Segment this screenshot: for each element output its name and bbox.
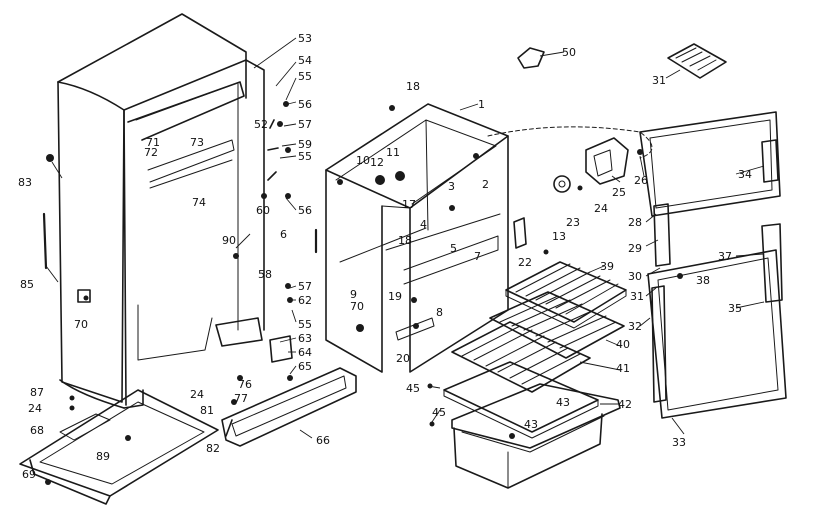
small-parts-top bbox=[517, 43, 727, 79]
label-18: 18 bbox=[406, 80, 420, 93]
label-24-b: 24 bbox=[190, 388, 204, 401]
leader-lines bbox=[45, 37, 765, 439]
label-43-b: 43 bbox=[524, 418, 538, 431]
label-50: 50 bbox=[562, 46, 576, 59]
label-24-c: 24 bbox=[594, 202, 608, 215]
label-82: 82 bbox=[206, 442, 220, 455]
label-6: 6 bbox=[280, 228, 287, 241]
label-5: 5 bbox=[450, 242, 457, 255]
label-22: 22 bbox=[518, 256, 532, 269]
label-10: 10 bbox=[356, 154, 370, 167]
control-assembly bbox=[553, 137, 629, 193]
wire-shelf-40 bbox=[489, 291, 625, 359]
label-59: 59 bbox=[298, 138, 312, 151]
label-90: 90 bbox=[222, 234, 236, 247]
label-4: 4 bbox=[420, 218, 427, 231]
label-74: 74 bbox=[192, 196, 206, 209]
label-43: 43 bbox=[556, 396, 570, 409]
label-33: 33 bbox=[672, 436, 686, 449]
label-54: 54 bbox=[298, 54, 312, 67]
label-30: 30 bbox=[628, 270, 642, 283]
door-gasket-fresh-food bbox=[647, 223, 787, 419]
label-13: 13 bbox=[552, 230, 566, 243]
crisper-drawer-42 bbox=[451, 383, 621, 489]
label-58: 58 bbox=[258, 268, 272, 281]
label-2: 2 bbox=[482, 178, 489, 191]
label-41: 41 bbox=[616, 362, 630, 375]
label-70: 70 bbox=[74, 318, 88, 331]
label-26: 26 bbox=[634, 174, 648, 187]
label-76: 76 bbox=[238, 378, 252, 391]
door-gasket-freezer bbox=[639, 111, 781, 267]
label-63: 63 bbox=[298, 332, 312, 345]
label-38: 38 bbox=[696, 274, 710, 287]
label-29: 29 bbox=[628, 242, 642, 255]
label-19: 19 bbox=[388, 290, 402, 303]
label-39: 39 bbox=[600, 260, 614, 273]
label-60: 60 bbox=[256, 204, 270, 217]
label-52: 52 bbox=[254, 118, 268, 131]
label-45: 45 bbox=[406, 382, 420, 395]
label-69: 69 bbox=[22, 468, 36, 481]
label-55-b: 55 bbox=[298, 150, 312, 163]
label-31-b: 31 bbox=[630, 290, 644, 303]
glass-shelf-43 bbox=[443, 361, 599, 439]
label-32: 32 bbox=[628, 320, 642, 333]
label-65: 65 bbox=[298, 360, 312, 373]
label-83: 83 bbox=[18, 176, 32, 189]
label-8: 8 bbox=[436, 306, 443, 319]
wire-shelf-41 bbox=[451, 321, 591, 393]
label-18-b: 18 bbox=[398, 234, 412, 247]
freezer-liner bbox=[325, 103, 653, 373]
label-45-b: 45 bbox=[432, 406, 446, 419]
misc-fasteners bbox=[42, 101, 683, 485]
inner-liner bbox=[127, 81, 245, 189]
label-55-c: 55 bbox=[298, 318, 312, 331]
label-77: 77 bbox=[234, 392, 248, 405]
label-1: 1 bbox=[478, 98, 485, 111]
label-57-b: 57 bbox=[298, 280, 312, 293]
label-20: 20 bbox=[396, 352, 410, 365]
label-70-b: 70 bbox=[350, 300, 364, 313]
wire-shelf-39 bbox=[505, 261, 627, 329]
label-68: 68 bbox=[30, 424, 44, 437]
label-24: 24 bbox=[28, 402, 42, 415]
label-28: 28 bbox=[628, 216, 642, 229]
label-3: 3 bbox=[448, 180, 455, 193]
label-25: 25 bbox=[612, 186, 626, 199]
label-89: 89 bbox=[96, 450, 110, 463]
label-64: 64 bbox=[298, 346, 312, 359]
label-42: 42 bbox=[618, 398, 632, 411]
label-40: 40 bbox=[616, 338, 630, 351]
label-9: 9 bbox=[350, 288, 357, 301]
label-37: 37 bbox=[718, 250, 732, 263]
label-56-b: 56 bbox=[298, 204, 312, 217]
label-87: 87 bbox=[30, 386, 44, 399]
label-31: 31 bbox=[652, 74, 666, 87]
label-62: 62 bbox=[298, 294, 312, 307]
label-12: 12 bbox=[370, 156, 384, 169]
label-73: 73 bbox=[190, 136, 204, 149]
part-labels: 53 54 55 56 57 52 59 55 56 60 58 57 62 5… bbox=[18, 32, 752, 481]
label-57: 57 bbox=[298, 118, 312, 131]
label-23: 23 bbox=[566, 216, 580, 229]
label-81: 81 bbox=[200, 404, 214, 417]
base-assembly bbox=[19, 367, 357, 505]
label-17: 17 bbox=[402, 198, 416, 211]
outer-cabinet bbox=[57, 13, 265, 409]
label-56: 56 bbox=[298, 98, 312, 111]
label-55: 55 bbox=[298, 70, 312, 83]
label-71: 71 bbox=[146, 136, 160, 149]
label-35: 35 bbox=[728, 302, 742, 315]
label-72: 72 bbox=[144, 146, 158, 159]
label-7: 7 bbox=[474, 250, 481, 263]
label-34: 34 bbox=[738, 168, 752, 181]
label-85: 85 bbox=[20, 278, 34, 291]
label-11: 11 bbox=[386, 146, 400, 159]
label-66: 66 bbox=[316, 434, 330, 447]
label-53: 53 bbox=[298, 32, 312, 45]
